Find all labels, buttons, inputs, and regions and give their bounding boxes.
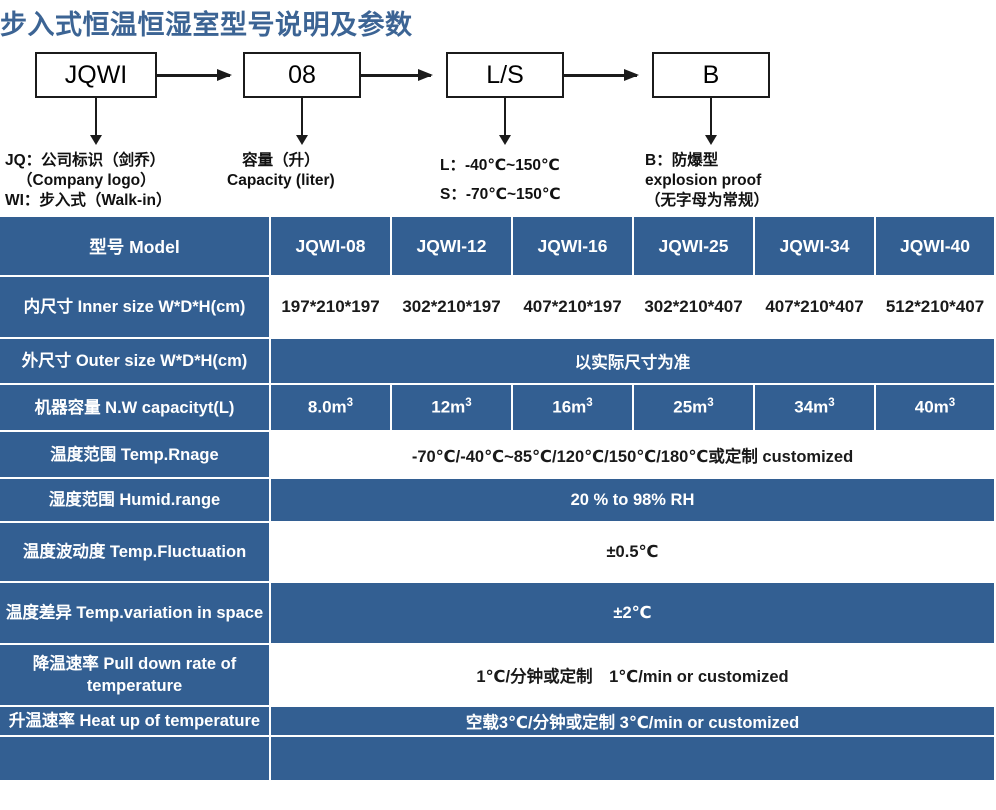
row-nw-capacity-value-4: 25m3 [634,385,755,432]
row-inner-size-value-6: 512*210*407 [876,277,996,339]
diagram-legend-ls: L：-40℃~150℃ S：-70℃~150℃ [440,151,561,209]
diagram-legend-b: B：防爆型 explosion proof （无字母为常规） [645,151,769,211]
diagram-legend-capacity: 容量（升） Capacity (liter) [227,151,335,191]
row-nw-capacity-value-2: 12m3 [392,385,513,432]
diagram-droparrow-jqwi [90,98,102,145]
legend-ls-line-2: S：-70℃~150℃ [440,186,561,203]
row-nw-capacity-value-6: 40m3 [876,385,996,432]
diagram-droparrow-08 [296,98,308,145]
row-inner-size-value-3: 407*210*197 [513,277,634,339]
table-row: 温度范围 Temp.Rnage-70℃/-40℃~85℃/120℃/150℃/1… [0,432,996,479]
row-temp-fluctuation-value: ±0.5℃ [271,523,996,583]
diagram-node-ls-label: L/S [486,60,524,89]
legend-jqwi-line-3: WI：步入式（Walk-in） [5,192,172,209]
page-title: 步入式恒温恒湿室型号说明及参数 [0,10,413,40]
row-nw-capacity-value-3: 16m3 [513,385,634,432]
row-temp-variation-label: 温度差异 Temp.variation in space [0,583,271,645]
row-humid-range-value: 20 % to 98% RH [271,479,996,523]
row-temp-fluctuation-label: 温度波动度 Temp.Fluctuation [0,523,271,583]
table-header-model-4: JQWI-25 [634,217,755,277]
table-header-model-5: JQWI-34 [755,217,876,277]
diagram-node-ls: L/S [446,52,564,98]
legend-b-line-3: （无字母为常规） [645,192,770,209]
diagram-droparrow-ls [499,98,511,145]
diagram-node-jqwi-label: JQWI [64,60,128,89]
row-pull-down-rate-value: 1℃/分钟或定制 1℃/min or customized [271,645,996,707]
diagram-arrow-2 [361,69,433,81]
table-header-model-1: JQWI-08 [271,217,392,277]
row-nw-capacity-label: 机器容量 N.W capacityt(L) [0,385,271,432]
diagram-legend-jqwi: JQ：公司标识（剑乔） （Company logo） WI：步入式（Walk-i… [5,151,171,211]
diagram-droparrow-b [705,98,717,145]
row-temp-variation-value: ±2℃ [271,583,996,645]
row-inner-size-value-4: 302*210*407 [634,277,755,339]
table-header-model-2: JQWI-12 [392,217,513,277]
row-inner-size-label: 内尺寸 Inner size W*D*H(cm) [0,277,271,339]
row-humid-range-label: 湿度范围 Humid.range [0,479,271,523]
table-header-model-3: JQWI-16 [513,217,634,277]
legend-capacity-line-1: 容量（升） [242,152,320,169]
row-nw-capacity-value-5: 34m3 [755,385,876,432]
diagram-arrow-3 [564,69,639,81]
row-outer-size-value: 以实际尺寸为准 [271,339,996,385]
table-row [0,737,996,782]
row-clipped-value [271,737,996,782]
row-inner-size-value-2: 302*210*197 [392,277,513,339]
row-clipped-label [0,737,271,782]
diagram-node-jqwi: JQWI [35,52,157,98]
legend-jqwi-line-2: （Company logo） [17,172,156,189]
diagram-node-b-label: B [702,60,720,89]
table-header-model-6: JQWI-40 [876,217,996,277]
diagram-node-08-label: 08 [288,60,316,89]
legend-b-line-1: B：防爆型 [645,152,719,169]
legend-ls-line-1: L：-40℃~150℃ [440,157,560,174]
row-temp-range-value: -70℃/-40℃~85℃/120℃/150℃/180℃或定制 customiz… [271,432,996,479]
row-heat-up-rate-label: 升温速率 Heat up of temperature [0,707,271,737]
row-inner-size-value-1: 197*210*197 [271,277,392,339]
row-pull-down-rate-label: 降温速率 Pull down rate of temperature [0,645,271,707]
row-temp-range-label: 温度范围 Temp.Rnage [0,432,271,479]
diagram-arrow-1 [157,69,232,81]
model-code-diagram: JQWI 08 L/S B JQ：公司标识（剑乔） （Company logo）… [0,46,996,216]
row-outer-size-label: 外尺寸 Outer size W*D*H(cm) [0,339,271,385]
legend-b-line-2: explosion proof [645,172,762,189]
diagram-node-08: 08 [243,52,361,98]
row-heat-up-rate-value: 空载3℃/分钟或定制 3℃/min or customized [271,707,996,737]
table-row: 温度波动度 Temp.Fluctuation±0.5℃ [0,523,996,583]
table-row: 温度差异 Temp.variation in space±2℃ [0,583,996,645]
row-nw-capacity-value-1: 8.0m3 [271,385,392,432]
legend-capacity-line-2: Capacity (liter) [227,172,335,189]
table-header-model-label: 型号 Model [0,217,271,277]
diagram-node-b: B [652,52,770,98]
row-inner-size-value-5: 407*210*407 [755,277,876,339]
table-row: 外尺寸 Outer size W*D*H(cm)以实际尺寸为准 [0,339,996,385]
legend-jqwi-line-1: JQ：公司标识（剑乔） [5,152,166,169]
